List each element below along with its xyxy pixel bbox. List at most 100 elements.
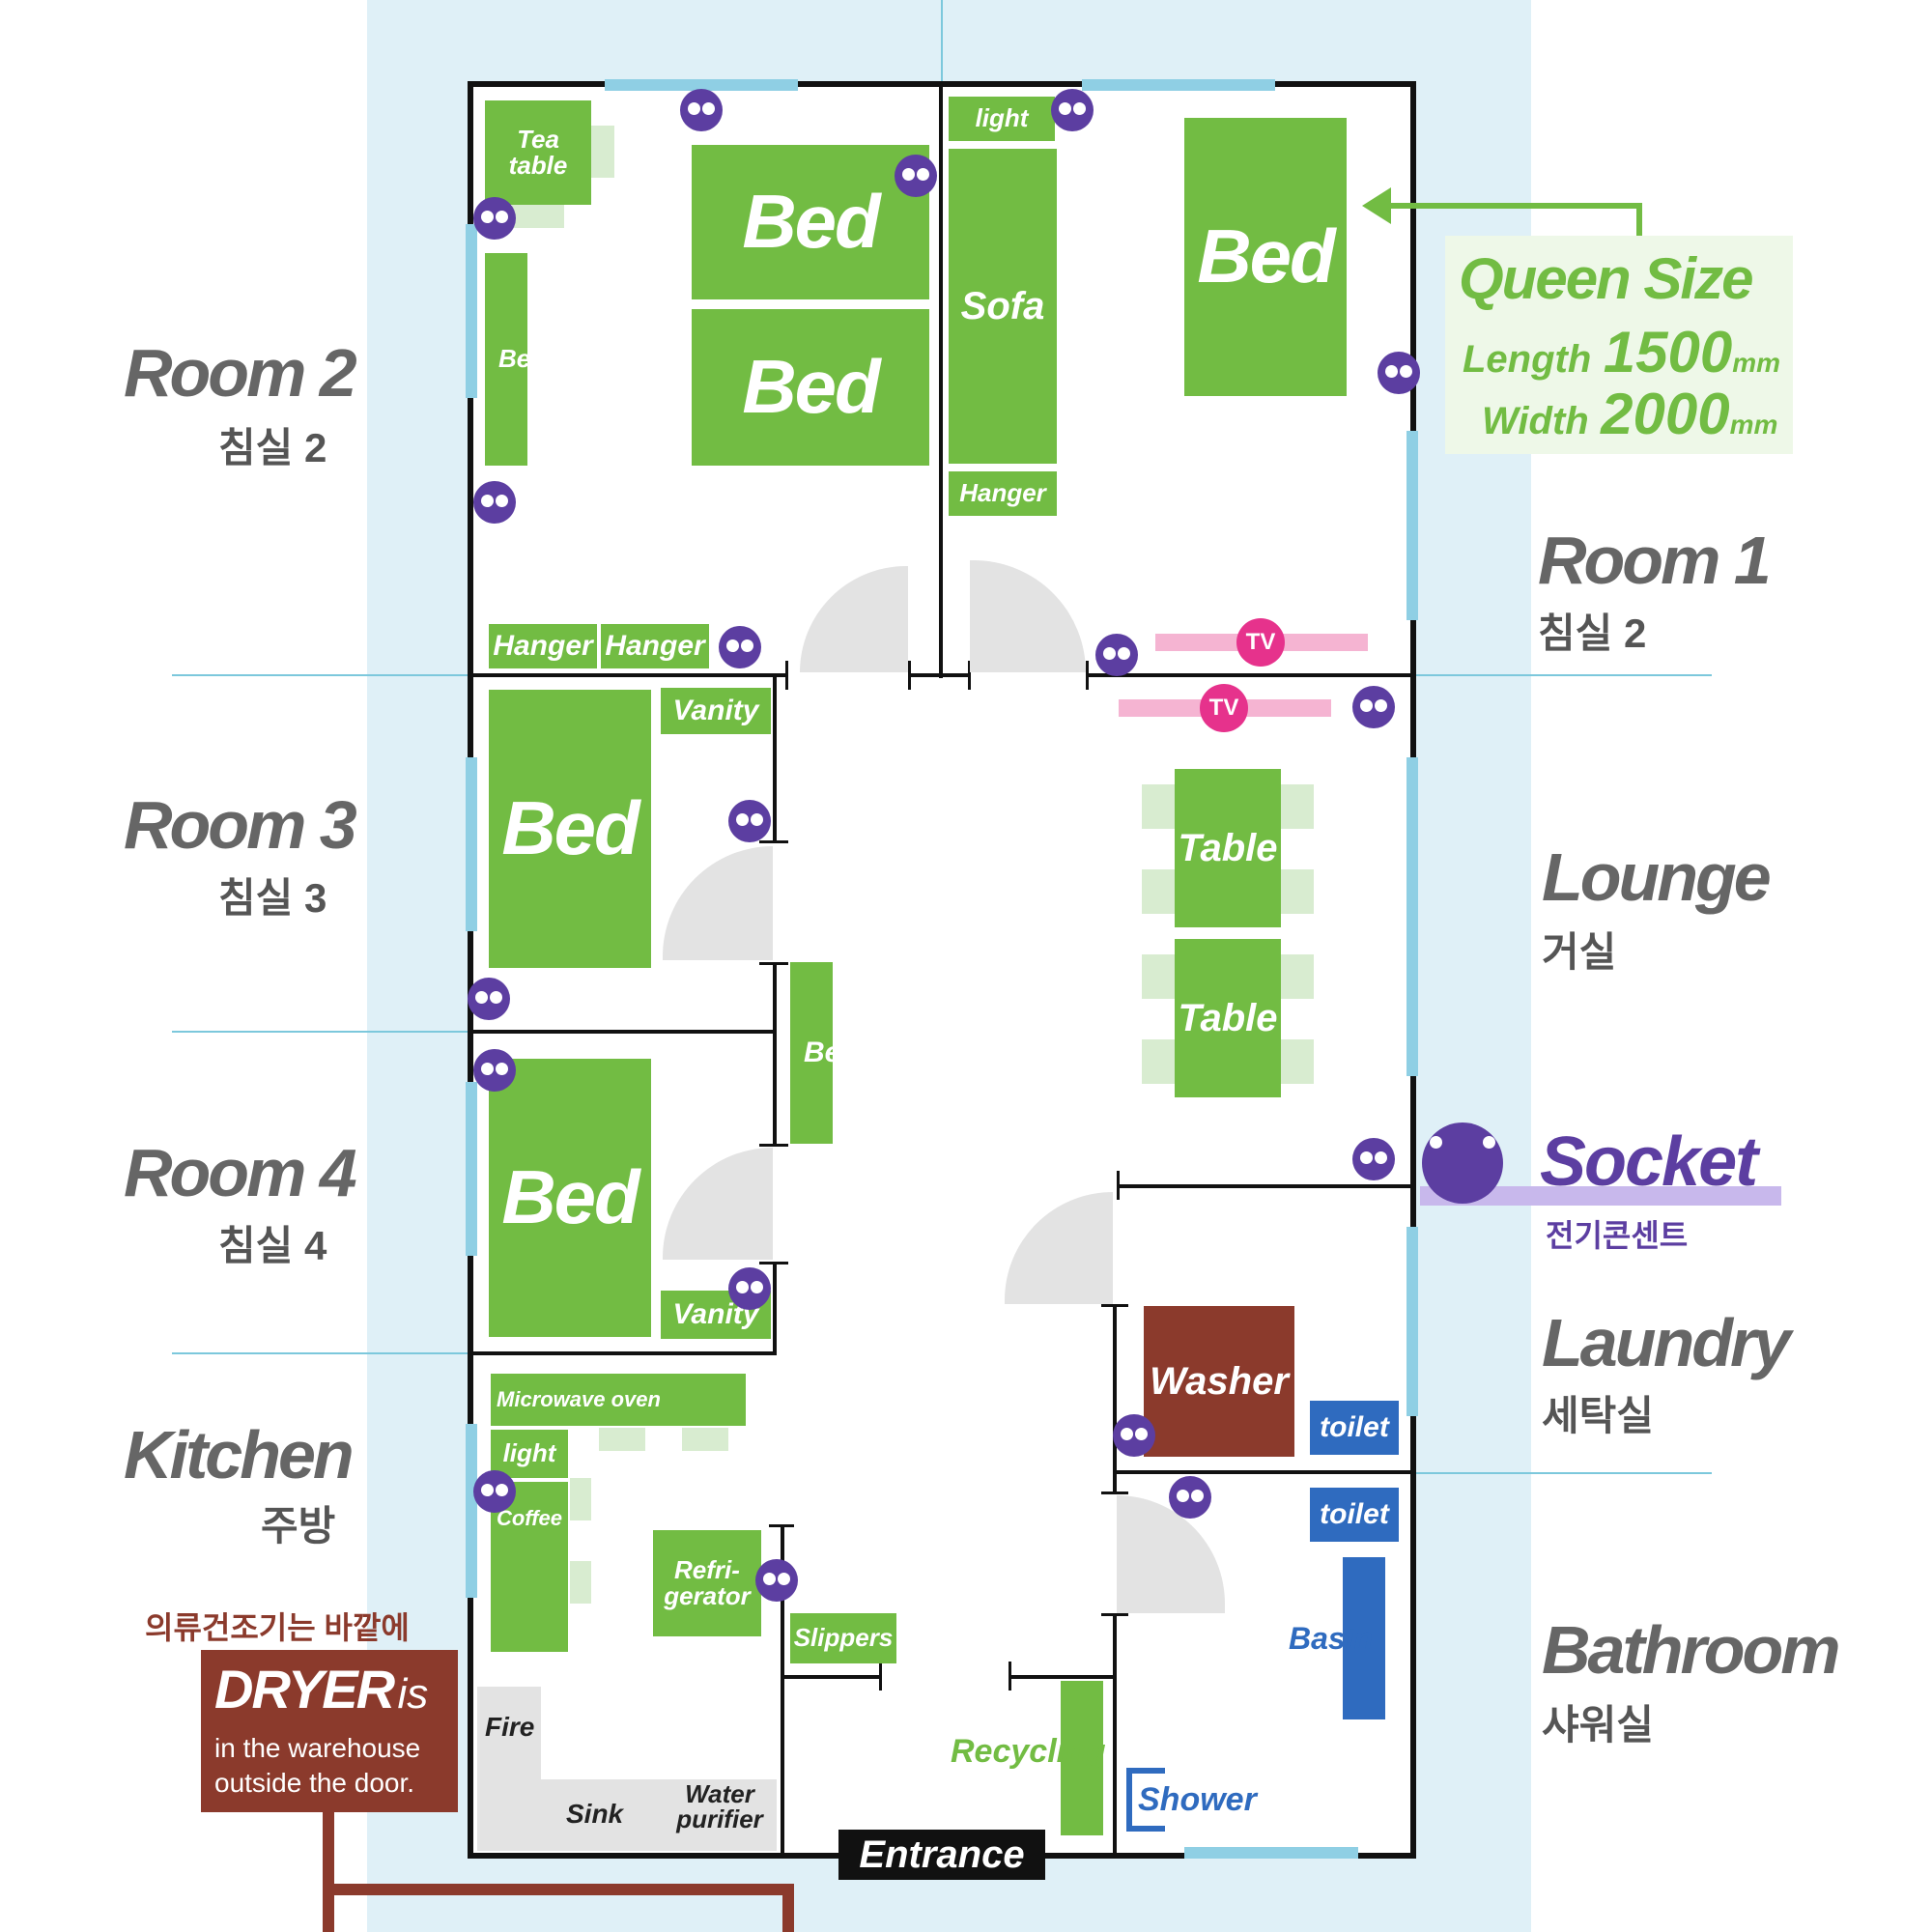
- basin-label: Basin: [1289, 1621, 1374, 1656]
- guide-line: [1412, 1472, 1712, 1474]
- socket-legend-label: Socket: [1540, 1123, 1758, 1201]
- hanger: Hanger: [489, 624, 597, 668]
- socket-icon: [728, 800, 771, 842]
- dryer-title: DRYER is: [214, 1659, 429, 1719]
- slippers: Slippers: [790, 1613, 896, 1663]
- wall-tick: [759, 1262, 788, 1264]
- tv: TV: [1236, 618, 1285, 667]
- socket-icon: [468, 978, 510, 1020]
- recycling-bin: [1061, 1681, 1103, 1835]
- socket-icon: [1169, 1476, 1211, 1519]
- queen-size-box: [1445, 236, 1793, 454]
- window: [605, 79, 798, 91]
- wall-tick: [968, 661, 971, 690]
- laundry-label-ko: 세탁실: [1542, 1393, 1654, 1438]
- wall-kitchen-right: [781, 1526, 784, 1855]
- dryer-note-ko: 의류건조기는 바깥에: [145, 1610, 410, 1645]
- socket-icon: [1378, 352, 1420, 394]
- sofa: Sofa: [949, 149, 1057, 464]
- room3-label-ko: 침실 3: [218, 875, 327, 921]
- tea-table-chair: [512, 205, 564, 228]
- chair: [1281, 784, 1314, 829]
- shower: [1126, 1768, 1165, 1832]
- window: [1184, 1847, 1358, 1859]
- socket-icon: [1095, 634, 1138, 676]
- guide-line: [172, 1031, 471, 1033]
- room4-label: Room 4: [124, 1135, 357, 1210]
- shower-label: Shower: [1138, 1781, 1257, 1818]
- chair: [1281, 1039, 1314, 1084]
- light: light: [949, 97, 1055, 141]
- wall-room3-room4: [469, 1030, 777, 1034]
- bathroom-label-ko: 샤워실: [1542, 1702, 1654, 1747]
- wall-tick: [1086, 661, 1089, 690]
- table: Table: [1175, 769, 1281, 927]
- chair: [599, 1428, 645, 1451]
- tv: TV: [1200, 684, 1248, 732]
- room4-label-ko: 침실 4: [218, 1223, 327, 1268]
- bed-room2-top: Bed: [692, 145, 929, 299]
- wall-slippers: [781, 1675, 881, 1679]
- window: [466, 757, 477, 931]
- dryer-line1: in the warehouse: [214, 1733, 421, 1763]
- queen-width: Width 2000mm: [1482, 382, 1778, 446]
- arrow-shaft: [1636, 203, 1642, 240]
- bathroom-label: Bathroom: [1542, 1612, 1841, 1688]
- socket-legend-bar: [1420, 1186, 1781, 1206]
- dryer-path: [323, 1884, 794, 1895]
- wall-room34-right: [773, 962, 777, 1146]
- bench-room2: Bench: [485, 253, 575, 466]
- fire-label: Fire: [485, 1712, 535, 1742]
- room2-label-ko: 침실 2: [218, 425, 327, 470]
- socket-icon: [1113, 1414, 1155, 1457]
- window: [466, 1082, 477, 1256]
- queen-length: Length 1500mm: [1463, 320, 1781, 384]
- bench-hall: Bench: [790, 962, 893, 1144]
- socket-legend-icon: [1422, 1122, 1503, 1204]
- socket-icon: [473, 481, 516, 524]
- chair: [570, 1478, 591, 1520]
- arrow-shaft: [1381, 203, 1642, 209]
- lounge-label: Lounge: [1542, 839, 1772, 915]
- chair: [1281, 954, 1314, 999]
- socket-icon: [1352, 1138, 1395, 1180]
- recycling-label: Recycling: [951, 1733, 1106, 1770]
- guide-line: [172, 1352, 471, 1354]
- dryer-line2: outside the door.: [214, 1768, 415, 1798]
- sink-label: Sink: [566, 1799, 624, 1829]
- sink-counter: [477, 1779, 777, 1851]
- toilet: toilet: [1310, 1401, 1399, 1455]
- queen-size-title: Queen Size: [1459, 246, 1753, 311]
- bed-room1: Bed: [1184, 118, 1347, 396]
- socket-legend-ko: 전기콘센트: [1546, 1218, 1689, 1253]
- wall-tick: [1117, 1171, 1120, 1200]
- washer: Washer: [1144, 1306, 1294, 1457]
- wall-tick: [1101, 1613, 1128, 1616]
- chair: [1142, 954, 1175, 999]
- dryer-note-box: DRYER is in the warehouse outside the do…: [201, 1650, 458, 1812]
- chair: [1142, 869, 1175, 914]
- bed-room2-bottom: Bed: [692, 309, 929, 466]
- dryer-path: [323, 1810, 334, 1932]
- window: [1406, 1227, 1418, 1416]
- room3-label: Room 3: [124, 787, 357, 863]
- chair: [682, 1428, 728, 1451]
- toilet: toilet: [1310, 1488, 1399, 1542]
- wall-room2-bottom: [469, 673, 788, 677]
- guide-line: [172, 674, 471, 676]
- refrigerator: Refri- gerator: [653, 1530, 761, 1636]
- socket-icon: [473, 1049, 516, 1092]
- tea-table-chair: [591, 126, 614, 178]
- socket-icon: [719, 626, 761, 668]
- wall-laundry-top: [1119, 1184, 1410, 1188]
- chair: [1142, 1039, 1175, 1084]
- microwave-oven: Microwave oven: [491, 1374, 746, 1426]
- window: [1406, 431, 1418, 620]
- wall-room1-bottom: [1088, 673, 1410, 677]
- room1-label: Room 1: [1538, 523, 1772, 598]
- socket-icon: [1352, 686, 1395, 728]
- wall-left: [468, 81, 473, 1859]
- wall-tick: [1101, 1304, 1128, 1307]
- wall-room2-room1: [939, 81, 943, 678]
- hanger: Hanger: [601, 624, 709, 668]
